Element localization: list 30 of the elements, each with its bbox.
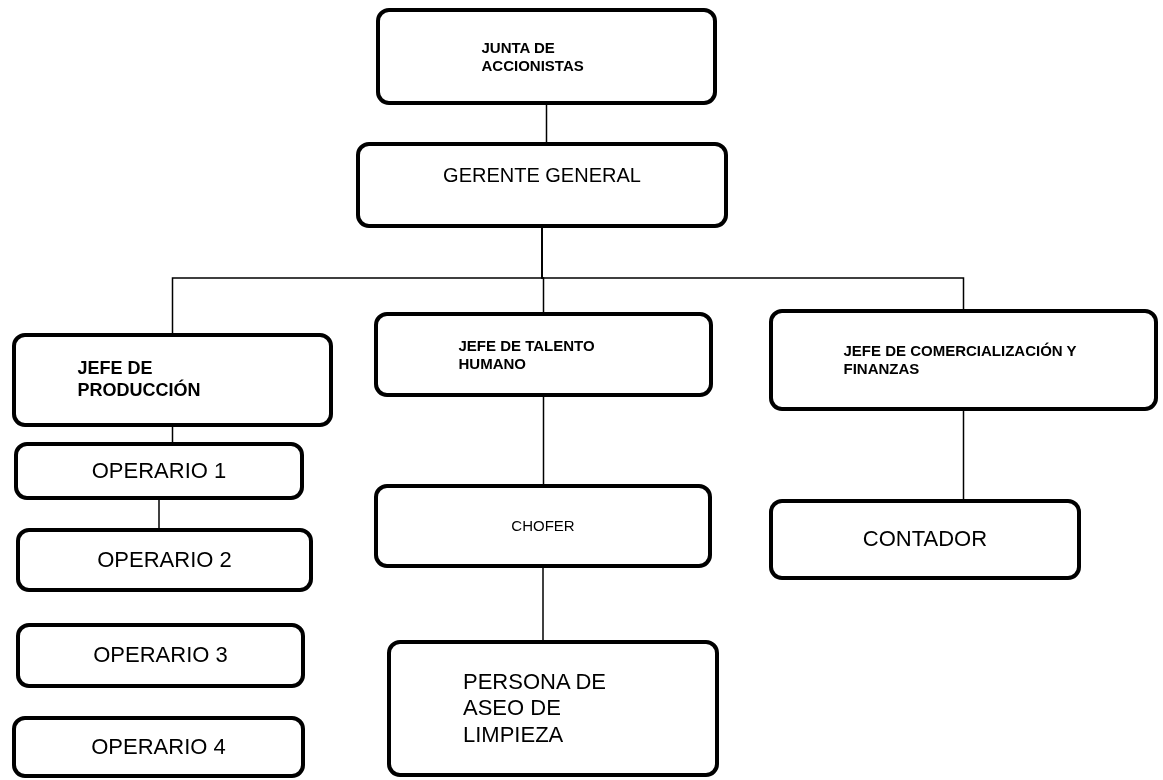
connector-line [545,104,548,143]
org-box [374,312,713,397]
org-box [374,484,712,568]
org-box [769,499,1081,580]
org-box [16,528,313,592]
connector-line [542,567,544,641]
connector-line [962,410,965,500]
connector-line [542,396,545,485]
role-label: JUNTA DE ACCIONISTAS [481,38,585,75]
role-label: JEFE DE TALENTO HUMANO [458,336,596,373]
role-label: OPERARIO 3 [93,642,228,669]
role-label: OPERARIO 1 [91,457,227,485]
role-label: PERSONA DE ASEO DE LIMPIEZA [463,668,608,749]
org-box [376,8,717,105]
connector-line [158,499,160,529]
role-label: JEFE DE PRODUCCIÓN [77,358,202,402]
role-label: OPERARIO 2 [97,546,232,574]
role-label: JEFE DE COMERCIALIZACIÓN Y FINANZAS [843,342,1078,378]
role-label: GERENTE GENERAL [443,163,641,187]
role-label: CHOFER [511,517,575,535]
org-box [12,333,333,427]
org-box [387,640,719,777]
role-label: OPERARIO 4 [91,733,226,761]
org-box [769,309,1158,411]
org-box [14,442,304,500]
org-box [356,142,728,228]
org-box [16,623,305,688]
role-label: CONTADOR [862,526,988,553]
org-box [12,716,305,778]
connector-line [541,227,965,310]
